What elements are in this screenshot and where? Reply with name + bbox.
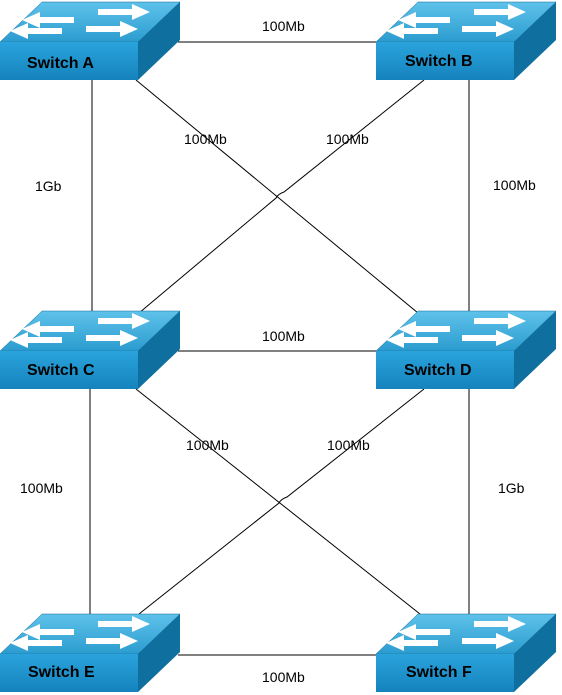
switch-label: Switch B: [405, 53, 473, 70]
switch-d[interactable]: Switch D: [375, 310, 557, 389]
network-switch-icon: [0, 1, 181, 80]
switch-f[interactable]: Switch F: [375, 613, 557, 692]
link-label-d-e: 100Mb: [327, 437, 370, 453]
link-c-f: [135, 388, 421, 615]
network-switch-icon: [375, 613, 557, 692]
link-label-b-c: 100Mb: [326, 131, 369, 147]
link-label-c-e: 100Mb: [20, 480, 63, 496]
link-labels: 100Mb 100Mb 100Mb 1Gb 100Mb 100Mb 100Mb …: [20, 18, 536, 685]
switch-e[interactable]: Switch E: [0, 613, 181, 692]
network-switch-icon: [0, 310, 181, 389]
link-label-b-d: 100Mb: [493, 177, 536, 193]
switch-label: Switch D: [404, 362, 472, 379]
network-switch-icon: [375, 310, 557, 389]
link-b-c: [138, 79, 425, 314]
link-label-a-c: 1Gb: [35, 178, 62, 194]
links-layer: [89, 41, 470, 656]
network-switch-icon: [0, 613, 181, 692]
link-label-e-f: 100Mb: [262, 669, 305, 685]
link-label-c-d: 100Mb: [262, 328, 305, 344]
link-d-e: [138, 388, 425, 615]
link-label-c-f: 100Mb: [186, 437, 229, 453]
link-label-d-f: 1Gb: [498, 480, 525, 496]
switch-label: Switch E: [28, 664, 95, 681]
link-label-a-b: 100Mb: [262, 18, 305, 34]
switch-label: Switch F: [406, 664, 472, 681]
switch-c[interactable]: Switch C: [0, 310, 181, 389]
switch-label: Switch C: [27, 362, 95, 379]
switch-a[interactable]: Switch A: [0, 1, 181, 80]
switch-label: Switch A: [27, 55, 94, 72]
network-switch-icon: [375, 1, 557, 80]
link-label-a-d: 100Mb: [184, 131, 227, 147]
switch-b[interactable]: Switch B: [375, 1, 557, 80]
